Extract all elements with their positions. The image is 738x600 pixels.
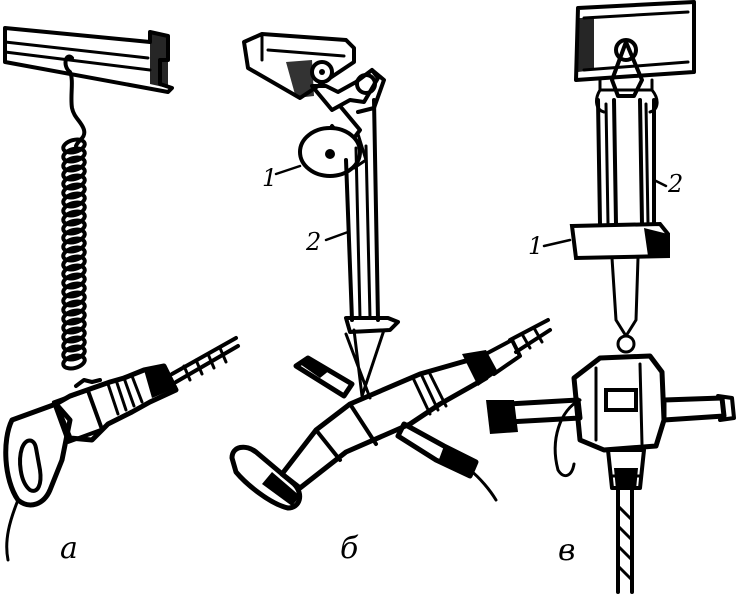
spring-coil xyxy=(61,326,87,344)
panel-c-drill xyxy=(486,353,736,594)
panel-a-drill xyxy=(3,336,240,562)
panel-a-rail xyxy=(3,26,174,94)
spring-coil xyxy=(61,245,87,263)
spring-coil xyxy=(61,200,87,218)
panel-a-spring xyxy=(61,137,87,371)
panel-c-letter: в xyxy=(558,533,575,568)
spring-coil xyxy=(61,164,87,182)
spring-coil xyxy=(61,146,87,164)
spring-coil xyxy=(61,353,87,371)
spring-coil xyxy=(61,290,87,308)
spring-coil xyxy=(61,254,87,272)
panel-c-balancer-frame xyxy=(596,98,656,226)
panel-b-callout-1: 1 xyxy=(262,164,277,192)
panel-c: 2 1 xyxy=(486,0,736,594)
spring-coil xyxy=(61,209,87,227)
panel-b: 1 2 xyxy=(229,32,552,566)
panel-b-balancer-tube xyxy=(344,98,400,334)
panel-b-letter: б xyxy=(340,531,359,566)
spring-coil xyxy=(61,236,87,254)
spring-coil xyxy=(61,182,87,200)
spring-coil xyxy=(61,308,87,326)
spring-coil xyxy=(61,227,87,245)
panel-b-drill xyxy=(229,318,552,511)
spring-coil xyxy=(61,155,87,173)
panel-c-callout-2: 2 xyxy=(667,170,683,198)
panel-a: а xyxy=(3,26,240,566)
spring-coil xyxy=(61,263,87,281)
spring-coil xyxy=(61,191,87,209)
panel-c-balancer-block xyxy=(569,221,670,261)
spring-coil xyxy=(61,281,87,299)
panel-b-callout-2: 2 xyxy=(305,228,321,256)
panel-b-rail xyxy=(242,32,356,100)
panel-c-callout-1: 1 xyxy=(528,232,543,260)
spring-coil xyxy=(61,317,87,335)
spring-coil xyxy=(61,173,87,191)
panel-c-trolley xyxy=(595,38,659,114)
spring-coil xyxy=(61,344,87,362)
panel-a-hook xyxy=(63,54,87,148)
panel-a-letter: а xyxy=(60,531,78,566)
spring-coil xyxy=(61,299,87,317)
spring-coil xyxy=(61,335,87,353)
panel-b-trolley xyxy=(310,60,386,114)
spring-coil xyxy=(61,137,87,155)
spring-coil xyxy=(61,272,87,290)
spring-coil xyxy=(61,218,87,236)
